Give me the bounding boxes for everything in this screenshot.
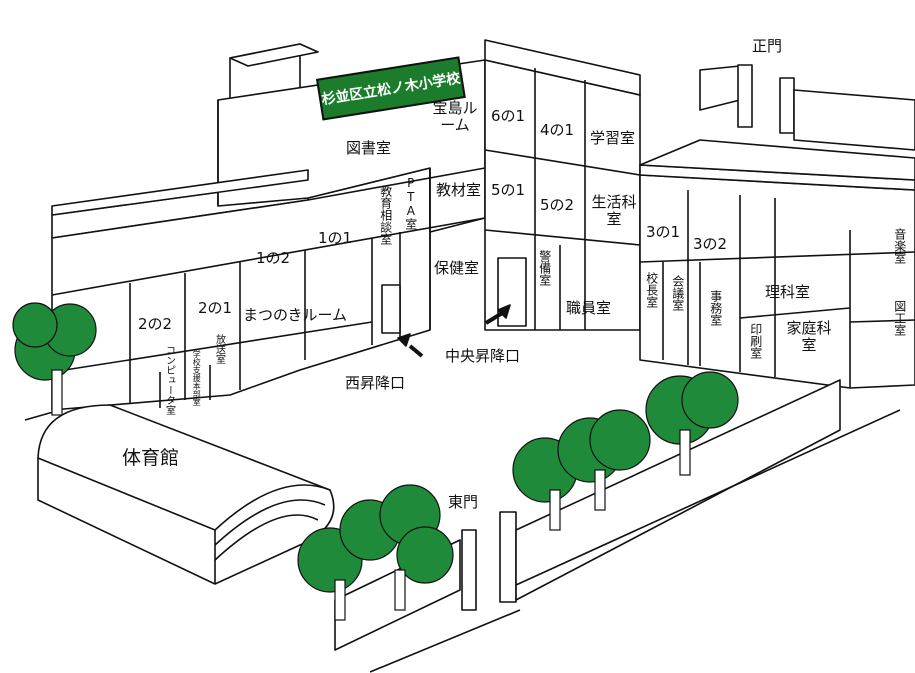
room-1-1-label: 1の1 xyxy=(318,229,353,247)
matsunoki-room-label: まつのきルーム xyxy=(242,306,348,324)
life-science-room-label: 生活科室 xyxy=(591,193,637,229)
room-2-1-label: 2の1 xyxy=(198,299,233,317)
meeting-room-label: 会議室 xyxy=(670,275,685,311)
room-1-2-label: 1の2 xyxy=(256,249,291,267)
tree-front-left xyxy=(297,484,454,621)
treasure-room-label: 宝島ルーム xyxy=(432,99,478,135)
music-room-label: 音楽室 xyxy=(892,228,907,264)
east-gate-label: 東門 xyxy=(448,493,479,511)
broadcast-room-label: 放送室 xyxy=(213,334,225,364)
west-entrance-label: 西昇降口 xyxy=(345,374,406,392)
tree-front-right xyxy=(512,371,739,531)
materials-room-label: 教材室 xyxy=(436,181,482,199)
support-room-label: 学校支援本部室 xyxy=(192,350,202,406)
room-4-1-label: 4の1 xyxy=(540,121,575,139)
guard-room-label: 警備室 xyxy=(537,250,552,286)
printing-room-label: 印刷室 xyxy=(748,323,763,359)
room-3-1-label: 3の1 xyxy=(646,223,681,241)
pta-room-label: PTA室 xyxy=(403,176,418,230)
gym-label: 体育館 xyxy=(122,447,180,469)
room-6-1-label: 6の1 xyxy=(491,107,526,125)
principal-room-label: 校長室 xyxy=(644,272,659,308)
main-gate-fence xyxy=(699,64,915,151)
room-5-2-label: 5の2 xyxy=(540,196,575,214)
tree-left xyxy=(12,302,97,416)
staff-room-label: 職員室 xyxy=(566,299,612,317)
computer-room-label: コンピュータ室 xyxy=(163,345,175,415)
art-room-label: 図工室 xyxy=(892,300,907,336)
home-ec-room-label: 家庭科室 xyxy=(786,319,832,355)
west-entrance-arrow xyxy=(397,333,411,347)
gym-building xyxy=(37,404,335,585)
counseling-room-label: 教育相談室 xyxy=(378,185,393,245)
main-gate-label: 正門 xyxy=(752,37,783,55)
right-wing xyxy=(639,139,915,389)
room-3-2-label: 3の2 xyxy=(693,235,728,253)
room-2-2-label: 2の2 xyxy=(138,315,173,333)
study-room-label: 学習室 xyxy=(590,129,636,147)
central-block xyxy=(484,39,641,331)
central-entrance-label: 中央昇降口 xyxy=(445,347,521,365)
library-label: 図書室 xyxy=(346,139,392,157)
science-room-label: 理科室 xyxy=(765,283,811,301)
room-5-1-label: 5の1 xyxy=(491,181,526,199)
office-room-label: 事務室 xyxy=(708,290,723,326)
trees xyxy=(12,302,739,621)
health-room-label: 保健室 xyxy=(434,259,480,277)
